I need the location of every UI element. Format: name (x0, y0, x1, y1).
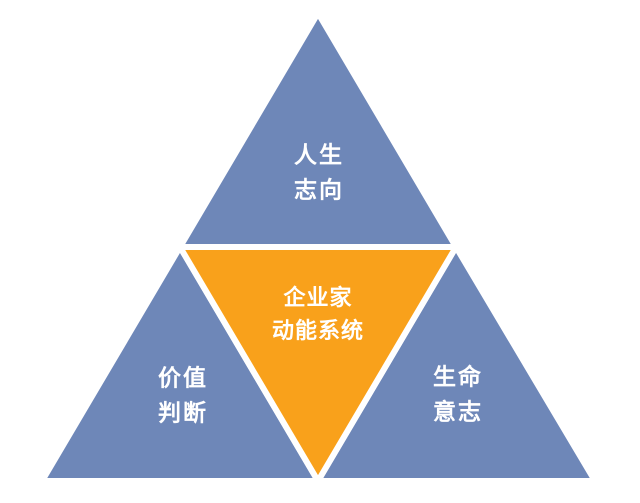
center-inverted-triangle (177, 244, 459, 484)
top-triangle (177, 10, 459, 250)
